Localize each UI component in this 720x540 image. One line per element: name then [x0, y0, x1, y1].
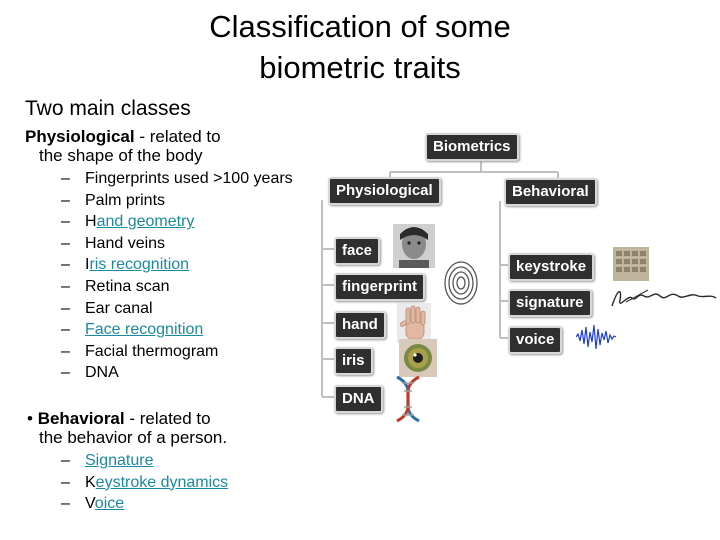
list-item: Hand veins — [61, 233, 293, 255]
physiological-label: Physiological — [25, 127, 135, 146]
physiological-label-rest: - related to — [134, 127, 221, 146]
dna-image — [396, 375, 420, 423]
list-item-link[interactable]: ris recognition — [89, 256, 190, 274]
behavioral-heading: • Behavioral - related to the behavior o… — [27, 409, 227, 447]
hand-badge: hand — [334, 311, 386, 339]
physiological-label-line2: the shape of the body — [39, 146, 203, 165]
list-item-link[interactable]: eystroke dynamics — [95, 473, 229, 491]
slide-title: Classification of some biometric traits — [0, 6, 720, 88]
list-item-text: Palm prints — [85, 191, 166, 209]
list-item-text: Hand veins — [85, 234, 166, 252]
fingerprint-badge: fingerprint — [334, 273, 425, 301]
fingerprint-image — [444, 261, 478, 305]
list-item: Ear canal — [61, 298, 293, 320]
list-item-text: I — [85, 256, 90, 274]
list-item: Keystroke dynamics — [61, 472, 228, 494]
list-item-text: Retina scan — [85, 277, 170, 295]
list-item: Fingerprints used >100 years — [61, 168, 293, 190]
list-item: Palm prints — [61, 190, 293, 212]
physiological-traits-list: Fingerprints used >100 yearsPalm printsH… — [61, 168, 293, 384]
signature-image — [611, 289, 717, 307]
list-item-link[interactable]: oice — [94, 495, 125, 513]
face-image — [393, 224, 435, 268]
two-main-classes-heading: Two main classes — [25, 97, 191, 120]
list-item-link[interactable]: Face recognition — [85, 321, 204, 339]
behavioral-traits-list: SignatureKeystroke dynamicsVoice — [61, 450, 228, 515]
behavioral-badge: Behavioral — [504, 178, 597, 206]
list-item: DNA — [61, 362, 293, 384]
list-item: Hand geometry — [61, 211, 293, 233]
signature-badge: signature — [508, 289, 592, 317]
list-item: Face recognition — [61, 319, 293, 341]
list-item: Iris recognition — [61, 254, 293, 276]
physiological-heading: Physiological - related to the shape of … — [25, 127, 221, 165]
iris-image — [399, 339, 437, 377]
list-item-text: V — [85, 495, 95, 513]
behavioral-label-rest: - related to — [124, 409, 211, 428]
list-item-text: Facial thermogram — [85, 342, 219, 360]
list-item-link[interactable]: and geometry — [96, 213, 195, 231]
list-item-text: DNA — [85, 364, 119, 382]
list-item: Voice — [61, 493, 228, 515]
title-line-1: Classification of some — [209, 9, 511, 44]
list-item-text: K — [85, 473, 96, 491]
iris-badge: iris — [334, 347, 373, 375]
behavioral-label-line2: the behavior of a person. — [39, 428, 228, 447]
list-item: Signature — [61, 450, 228, 472]
behavioral-label: Behavioral — [37, 409, 125, 428]
voice-waveform-image — [576, 324, 616, 350]
list-item-text: H — [85, 213, 97, 231]
dna-badge: DNA — [334, 385, 383, 413]
list-item: Retina scan — [61, 276, 293, 298]
title-line-2: biometric traits — [259, 50, 461, 85]
list-item-link[interactable]: Signature — [85, 452, 154, 469]
keyboard-image — [613, 247, 649, 281]
face-badge: face — [334, 237, 381, 265]
hand-image — [397, 303, 431, 343]
list-item: Facial thermogram — [61, 341, 293, 363]
keystroke-badge: keystroke — [508, 253, 595, 281]
biometrics-badge: Biometrics — [425, 133, 519, 161]
list-item-text: Ear canal — [85, 299, 153, 317]
bullet: • — [27, 409, 33, 428]
physiological-badge: Physiological — [328, 177, 441, 205]
voice-badge: voice — [508, 326, 563, 354]
list-item-text: Fingerprints used >100 years — [85, 170, 293, 187]
